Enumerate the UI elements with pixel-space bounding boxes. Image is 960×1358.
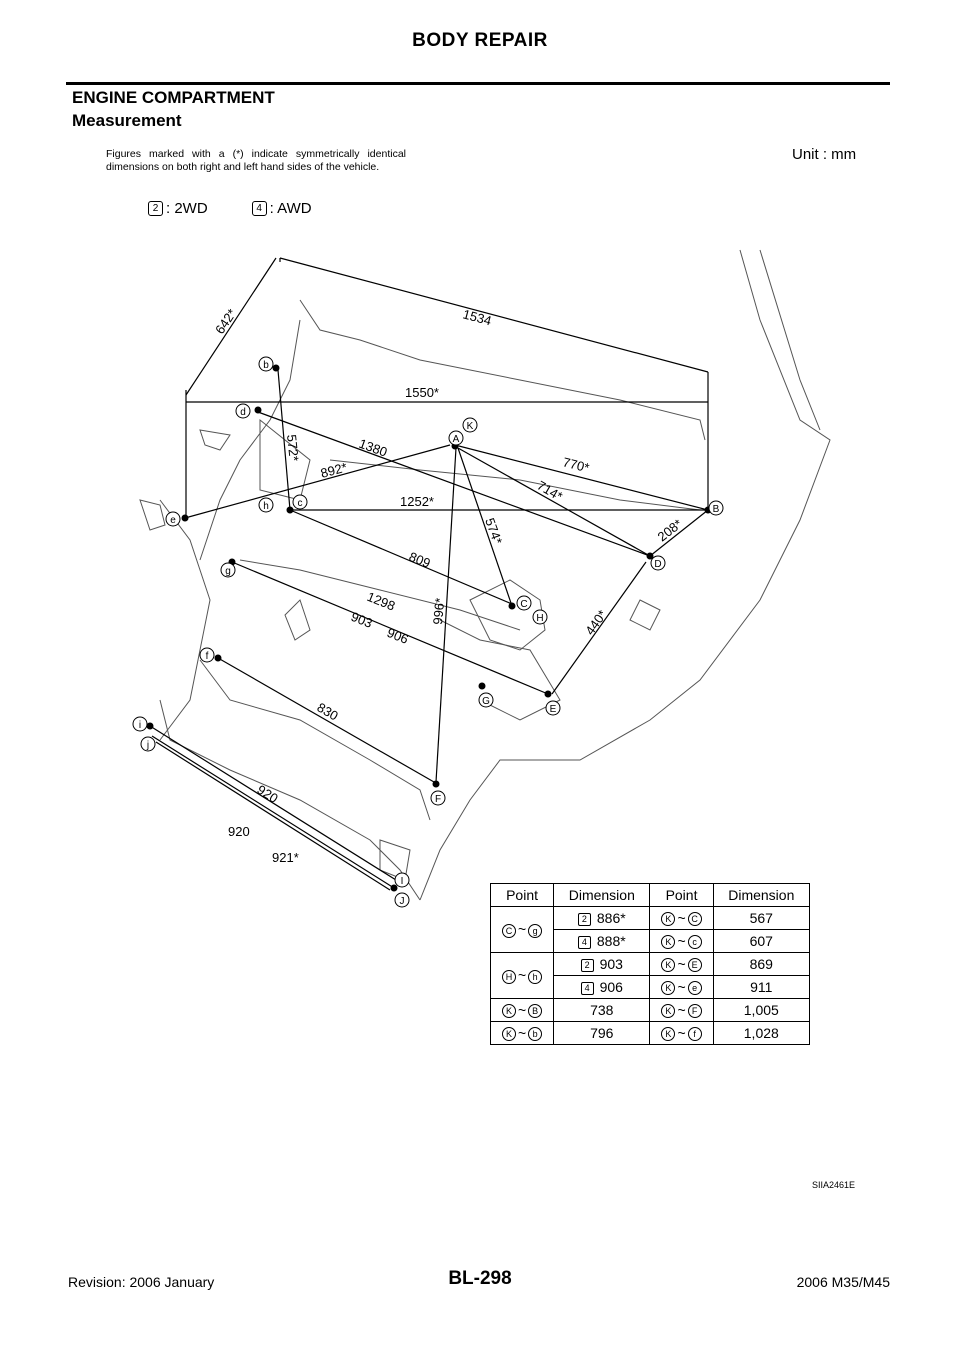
legend-2wd-num: 2	[148, 201, 163, 216]
point-A: A	[453, 434, 460, 445]
point-pair-cell: K~B	[489, 998, 555, 1022]
point-f: f	[206, 651, 209, 662]
col-dimension-1: Dimension	[553, 883, 651, 907]
point-B: B	[713, 504, 720, 515]
dim-440: 440*	[582, 607, 610, 638]
point-g: g	[225, 566, 231, 577]
point-I: I	[401, 876, 404, 887]
legend-awd-num: 4	[251, 201, 267, 216]
dimension-cell: 1,028	[712, 1021, 811, 1045]
dimension-cell: 796	[553, 1021, 651, 1045]
dim-572: 572*	[284, 434, 302, 462]
dim-770: 770*	[561, 454, 591, 475]
dim-921: 921*	[272, 850, 299, 865]
point-H: H	[536, 613, 543, 624]
point-i: i	[139, 720, 141, 731]
point-e: e	[170, 515, 176, 526]
point-c: c	[298, 498, 303, 509]
revision-date: Revision: 2006 January	[68, 1274, 215, 1290]
dimension-cell: 911	[712, 975, 811, 999]
unit-label: Unit : mm	[792, 146, 857, 163]
drive-legend: 2 : 2WD 4 : AWD	[148, 200, 312, 217]
table-header-row: Point Dimension Point Dimension	[489, 883, 811, 907]
point-E: E	[550, 704, 557, 715]
point-d: d	[240, 407, 246, 418]
point-C: C	[520, 599, 527, 610]
page-number: BL-298	[448, 1268, 512, 1289]
point-pair-cell: K~C	[649, 906, 714, 930]
symmetry-note: Figures marked with a (*) indicate symme…	[106, 148, 406, 173]
figure-code: SIIA2461E	[812, 1180, 856, 1190]
point-pair-cell: K~F	[649, 998, 714, 1022]
dim-1534: 1534	[461, 306, 493, 328]
dimension-cell: 1,005	[712, 998, 811, 1022]
point-b: b	[263, 360, 269, 371]
table-row: K~b 796 K~f 1,028	[489, 1021, 811, 1045]
dimension-cell: 607	[712, 929, 811, 953]
dim-642: 642*	[212, 306, 239, 337]
dim-830: 830	[315, 700, 341, 724]
dim-574: 574*	[482, 516, 505, 546]
page-header: BODY REPAIR	[412, 30, 548, 51]
dim-903: 903	[349, 609, 375, 631]
point-J: J	[400, 896, 405, 907]
dim-892: 892*	[319, 459, 349, 480]
dim-1252: 1252*	[400, 494, 434, 509]
dim-809: 809	[407, 549, 433, 571]
section-title: ENGINE COMPARTMENT	[72, 88, 275, 107]
point-pair-cell: K~b	[489, 1021, 555, 1045]
col-point-2: Point	[649, 883, 714, 907]
point-h: h	[263, 501, 269, 512]
dim-1298: 1298	[365, 589, 397, 614]
point-F: F	[435, 794, 441, 805]
section-subtitle: Measurement	[72, 111, 182, 130]
dim-1550: 1550*	[405, 385, 439, 400]
table-row: K~B 738 K~F 1,005	[489, 998, 811, 1022]
point-pair-cell: H~h	[489, 952, 555, 999]
point-G: G	[482, 696, 490, 707]
header-rule	[66, 82, 890, 85]
point-pair-cell: K~E	[649, 952, 714, 976]
col-dimension-2: Dimension	[712, 883, 811, 907]
dim-920-lower: 920	[228, 824, 250, 839]
dim-1380: 1380	[357, 436, 389, 460]
dimension-cell: 567	[712, 906, 811, 930]
point-K: K	[467, 421, 474, 432]
point-pair-cell: K~f	[649, 1021, 714, 1045]
dimension-cell: 869	[712, 952, 811, 976]
dim-996: 996*	[430, 597, 447, 625]
dimension-cell: 738	[553, 998, 651, 1022]
col-point-1: Point	[489, 883, 555, 907]
point-j: j	[146, 740, 149, 751]
point-pair-cell: K~e	[649, 975, 714, 999]
model-label: 2006 M35/M45	[796, 1274, 890, 1290]
point-pair-cell: K~c	[649, 929, 714, 953]
dim-906: 906	[385, 625, 411, 647]
point-pair-cell: C~g	[489, 906, 555, 953]
legend-awd-label: : AWD	[269, 200, 312, 217]
point-D: D	[654, 559, 661, 570]
legend-2wd-label: : 2WD	[166, 200, 208, 217]
